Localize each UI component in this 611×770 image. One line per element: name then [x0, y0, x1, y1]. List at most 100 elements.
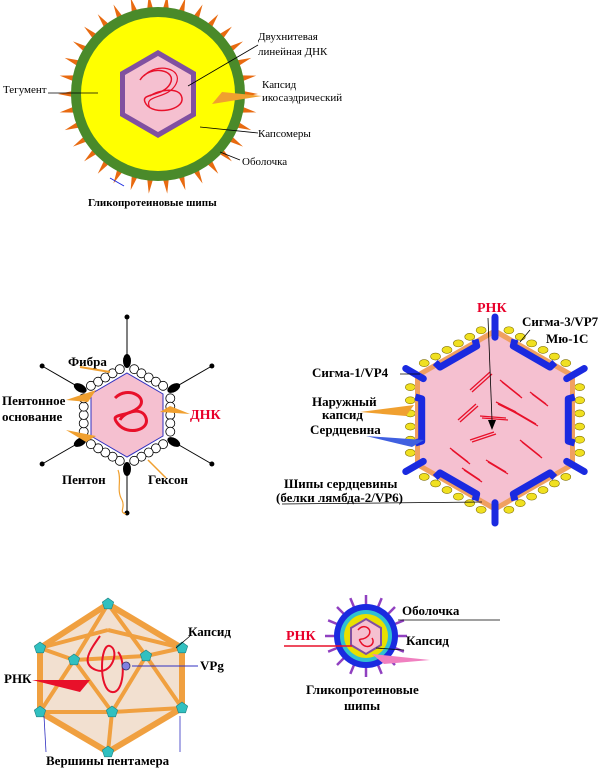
capsid-edge	[111, 706, 183, 714]
mu1c-bead	[503, 326, 515, 335]
mu1c-bead	[475, 505, 487, 514]
mu1c-bead	[514, 499, 526, 507]
arrow-core	[366, 436, 424, 447]
hexon	[93, 443, 104, 454]
core-spike	[563, 364, 588, 383]
core-spike	[563, 457, 588, 476]
hexon	[129, 455, 140, 466]
label-small-capsid: Капсид	[406, 633, 449, 648]
leader-fiber	[79, 366, 111, 373]
leader-rna	[487, 317, 493, 421]
label-dna-line2: линейная ДНК	[258, 46, 328, 58]
mu1c-bead	[405, 396, 416, 405]
mu1c-bead	[537, 346, 549, 354]
mu1c-bead	[549, 479, 560, 488]
leader-hexon	[147, 459, 167, 479]
fiber-knob	[39, 461, 45, 467]
hexon	[150, 443, 161, 454]
glycoprotein-spike	[349, 664, 356, 675]
mu1c-bead	[464, 499, 476, 507]
herpes-spike	[162, 0, 169, 10]
herpes-spike	[147, 0, 154, 10]
herpes-spike	[178, 0, 186, 14]
pentamer-vertex	[101, 745, 115, 758]
herpes-spike	[64, 57, 80, 67]
label-capsomeres: Капсомеры	[258, 128, 311, 140]
reo-rna-segments	[449, 371, 549, 483]
outer-capsid-strut	[564, 393, 576, 447]
adeno-dna	[113, 391, 148, 433]
label-tegument: Тегумент	[3, 84, 47, 96]
rna-segment	[451, 449, 471, 465]
core-spike	[402, 457, 427, 476]
hexon	[107, 368, 118, 379]
mu1c-bead	[464, 333, 476, 341]
mu1c-bead	[441, 346, 453, 354]
label-capsid-line2: икосаэдрический	[262, 92, 342, 104]
label-picorna-capsid: Капсид	[188, 624, 231, 639]
hexon	[78, 401, 89, 412]
mu1c-bead	[514, 333, 526, 341]
rna-segment	[479, 415, 507, 419]
fiber-knob	[209, 461, 215, 467]
mu1c-bead	[526, 492, 537, 501]
mu1c-bead	[526, 339, 537, 348]
hexon	[143, 447, 154, 458]
mu1c-bead	[405, 449, 416, 457]
herpes-spike	[236, 57, 252, 67]
herpes-spike	[147, 178, 154, 194]
mu1c-bead	[574, 383, 585, 391]
label-core: Сердцевина	[310, 422, 381, 437]
rna-segment	[457, 403, 477, 421]
leader-small-capsid	[375, 647, 405, 651]
arrow-penton-base-2	[66, 430, 96, 442]
glycoprotein-spike	[327, 619, 338, 626]
hexon	[165, 393, 176, 404]
hexon	[165, 418, 176, 429]
mu1c-bead	[430, 352, 441, 361]
pentamer-vertex	[139, 649, 153, 662]
rna-segment	[485, 459, 507, 473]
mu1c-bead	[430, 479, 441, 488]
mu1c-bead	[453, 492, 464, 501]
label-spikes: Гликопротеиновые шипы	[88, 197, 217, 209]
adeno-fibers	[39, 314, 215, 516]
label-sigma1: Сигма-1/VP4	[312, 365, 389, 380]
hexon	[107, 451, 118, 462]
arrow-penton-base-1	[66, 390, 96, 402]
herpes-spike	[178, 174, 186, 191]
label-penton-base-line2: основание	[2, 409, 62, 424]
fiber-knob	[39, 363, 45, 369]
pentamer-vertex	[175, 641, 189, 654]
adeno-hexon-ring	[78, 364, 176, 466]
glycoprotein-spike	[336, 657, 345, 666]
hexon	[158, 380, 168, 391]
hexon	[114, 364, 125, 375]
glycoprotein-spike	[376, 664, 383, 675]
herpes-spike	[130, 174, 138, 191]
leader-dna	[187, 44, 259, 87]
herpes-spike	[58, 91, 73, 97]
capsid-edge	[72, 658, 114, 714]
herpes-virus: Тегумент Двухнитевая линейная ДНК Капсид…	[3, 0, 342, 209]
herpes-spike	[241, 75, 257, 82]
mu1c-bead	[560, 359, 572, 367]
herpes-spike	[59, 106, 75, 113]
hexon	[100, 372, 111, 383]
herpes-dna-strand	[143, 67, 178, 109]
picorna-rna	[86, 635, 124, 693]
herpes-spike	[59, 75, 75, 82]
mu1c-bead	[537, 486, 549, 494]
hexon	[114, 455, 125, 466]
label-vpg: VPg	[200, 658, 224, 673]
pentamer-vertex	[175, 701, 189, 714]
reovirus: РНК Сигма-3/VP7 Мю-1С Сигма-1/VP4 Наружн…	[276, 301, 599, 527]
hexon	[93, 376, 104, 387]
picorna-inner-edges	[38, 602, 184, 753]
label-vertices: Вершины пентамера	[46, 753, 170, 768]
rna-segment	[469, 371, 491, 391]
label-small-spikes-line1: Гликопротеиновые	[306, 682, 419, 697]
rna-segment	[497, 403, 519, 415]
herpes-spike	[162, 178, 169, 194]
label-capsid-line1: Капсид	[262, 79, 297, 91]
